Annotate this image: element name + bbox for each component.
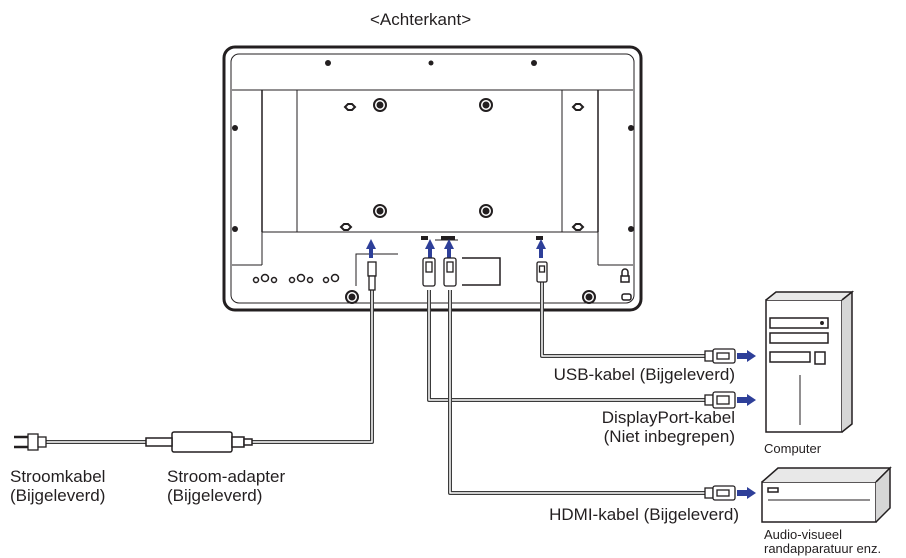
power-adapter xyxy=(145,431,253,453)
power-adapter-note: (Bijgeleverd) xyxy=(167,486,263,505)
device-side-plugs xyxy=(704,348,736,501)
insert-arrows xyxy=(366,239,546,258)
vesa-mounts xyxy=(339,98,596,304)
power-adapter-label: Stroom-adapter xyxy=(167,467,286,486)
wall-plug-icon xyxy=(14,433,47,451)
dp-cable-label: DisplayPort-kabel xyxy=(601,408,735,427)
av-device-icon xyxy=(761,466,892,523)
usb-cable-label: USB-kabel (Bijgeleverd) xyxy=(553,365,735,384)
cables xyxy=(45,282,705,495)
hdmi-cable-label: HDMI-kabel (Bijgeleverd) xyxy=(549,505,739,524)
computer-label: Computer xyxy=(764,441,822,456)
monitor-side-plugs xyxy=(367,257,548,291)
monitor-back xyxy=(222,45,643,312)
av-device-note: randapparatuur enz. xyxy=(764,541,882,556)
computer-icon xyxy=(765,290,855,433)
dp-cable-note: (Niet inbegrepen) xyxy=(603,427,735,446)
power-cable-label: Stroomkabel xyxy=(10,467,106,486)
diagram-title: <Achterkant> xyxy=(370,10,472,29)
power-cable-note: (Bijgeleverd) xyxy=(10,486,106,505)
av-device-label: Audio-visueel xyxy=(764,527,843,542)
small-port-marks xyxy=(421,236,543,240)
control-buttons xyxy=(252,268,632,301)
screws xyxy=(232,60,634,232)
device-arrows xyxy=(737,350,756,499)
